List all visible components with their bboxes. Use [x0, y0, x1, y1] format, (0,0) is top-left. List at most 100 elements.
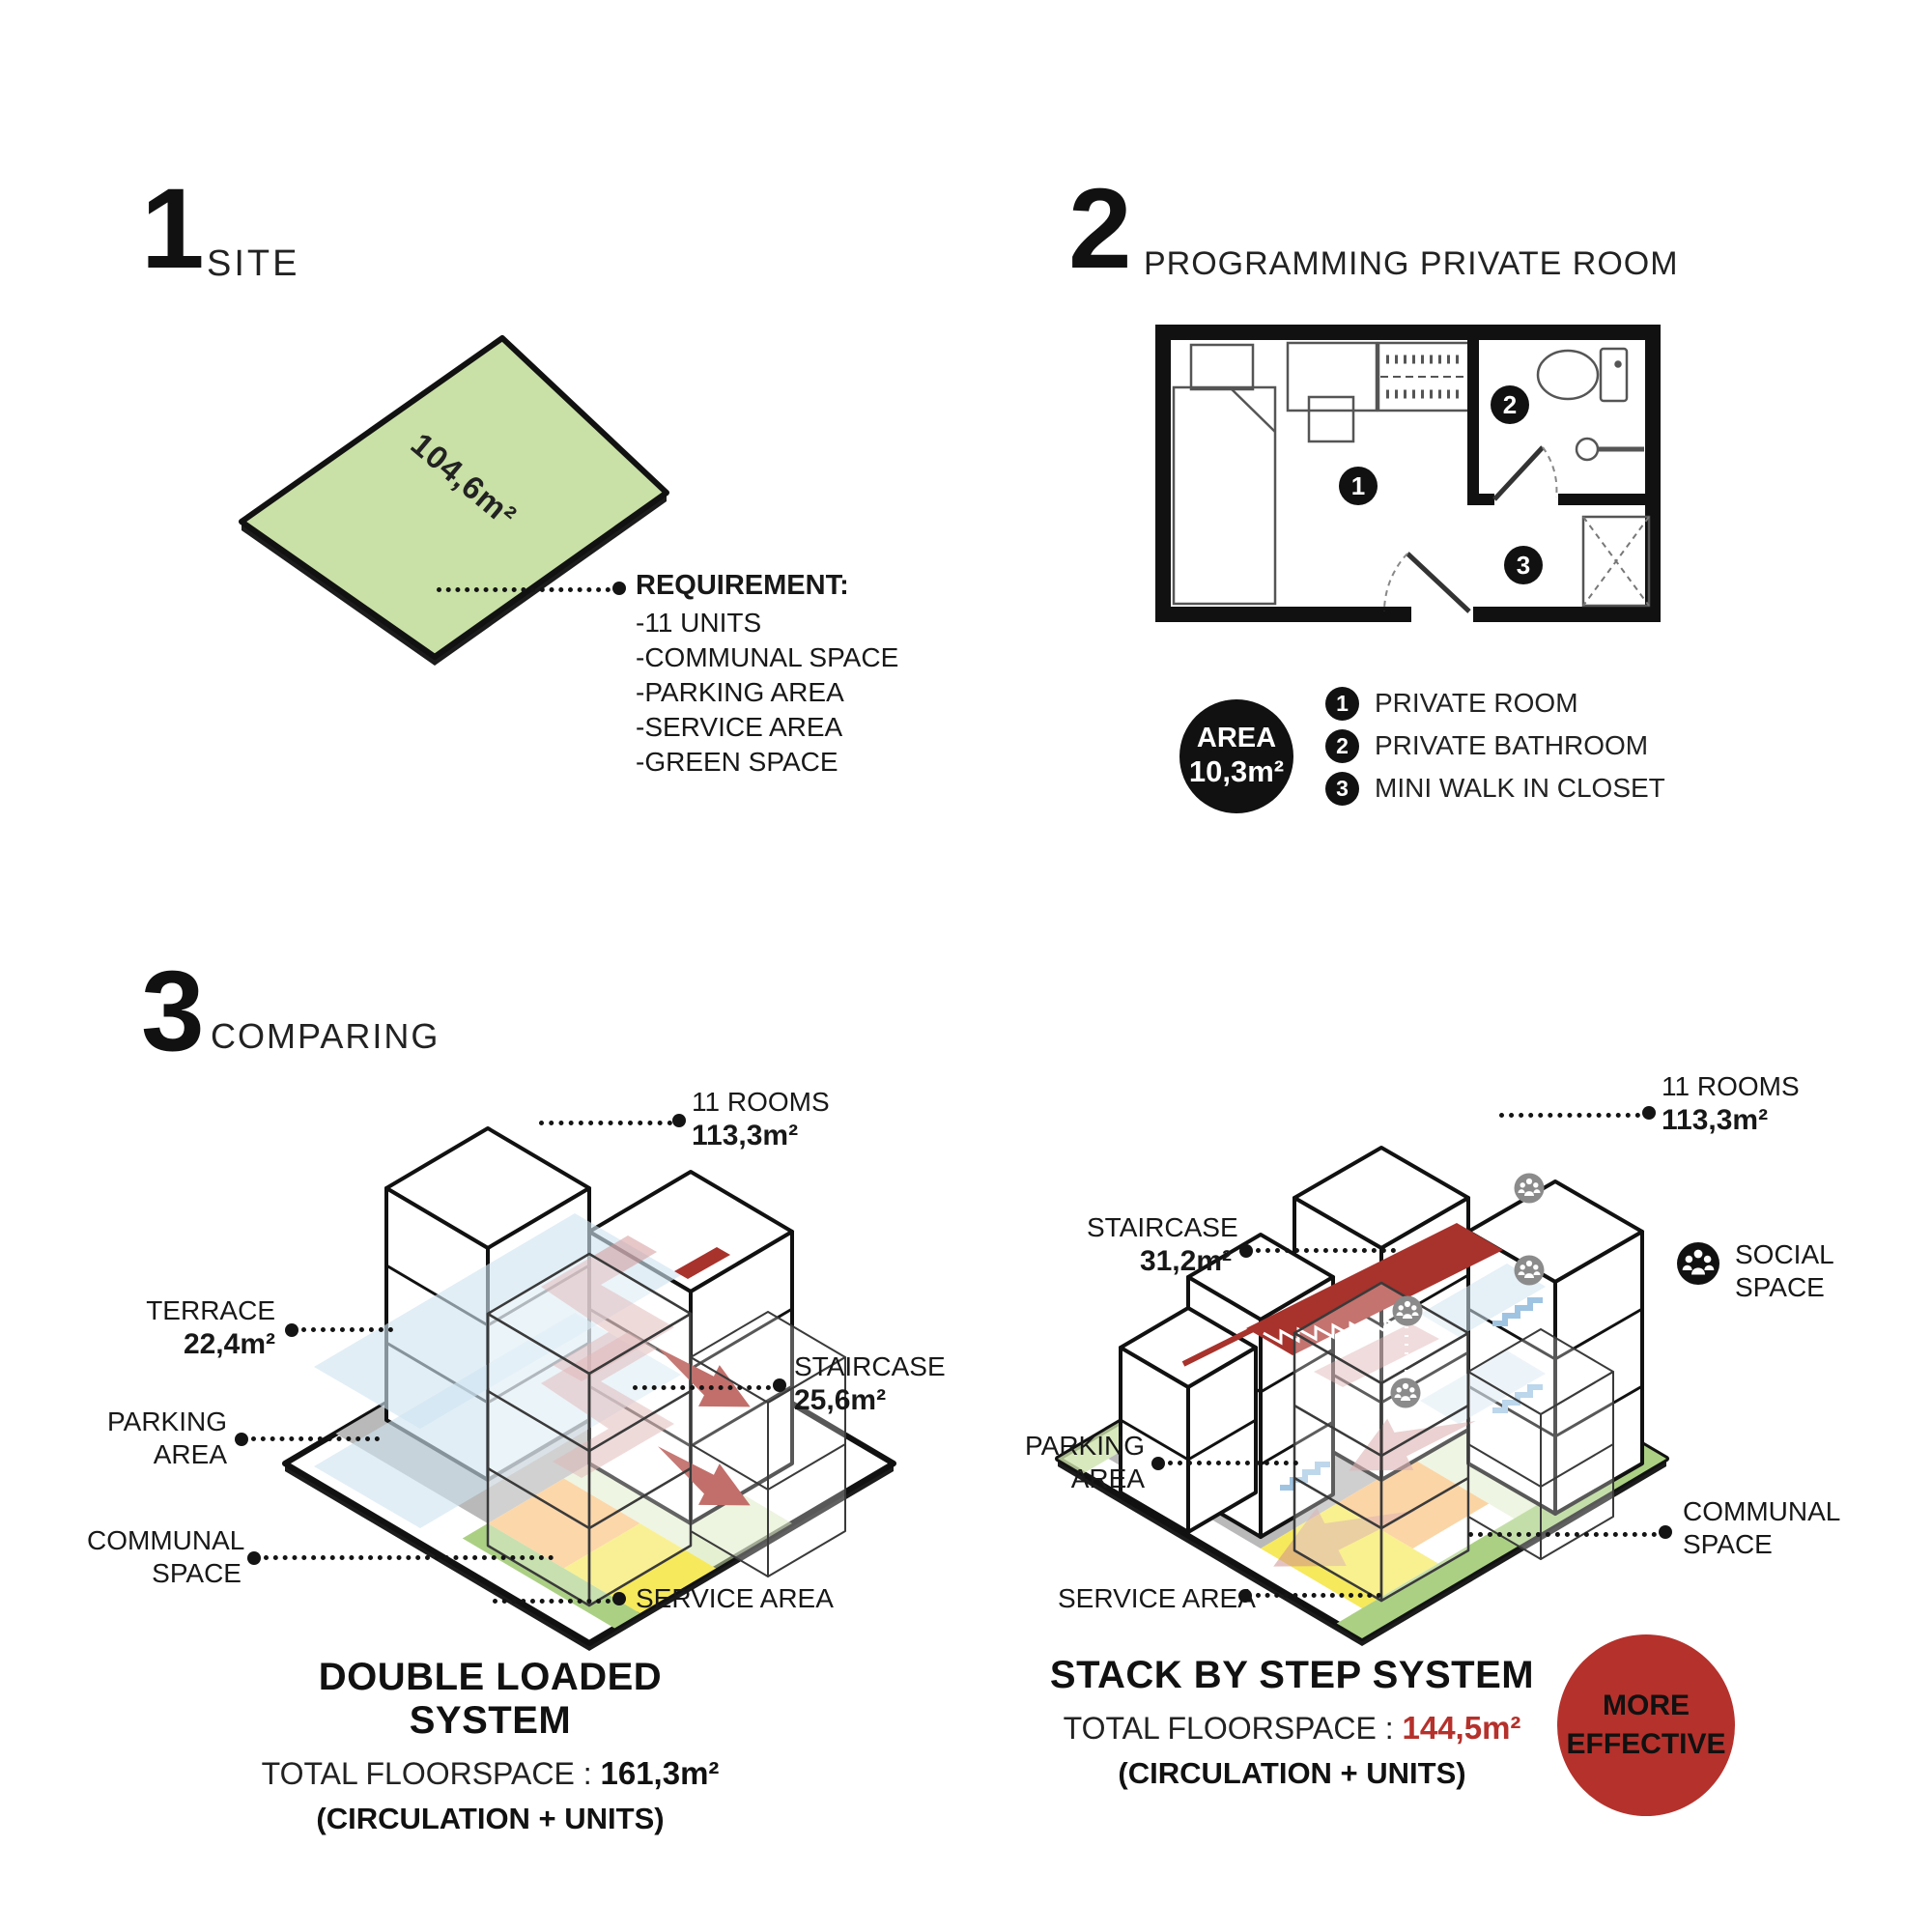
left-system-title: DOUBLE LOADED SYSTEM	[318, 1656, 663, 1742]
bathroom-wall	[1467, 339, 1479, 505]
leader-dot	[612, 1592, 626, 1605]
legend-row: 1 PRIVATE ROOM	[1325, 682, 1665, 724]
staircase-circulation	[541, 1236, 751, 1506]
leader-line	[1256, 1593, 1381, 1598]
label-communal-right: COMMUNAL SPACE	[1683, 1496, 1841, 1560]
leader-dot	[1642, 1106, 1656, 1120]
plan-doors	[1383, 445, 1558, 623]
blue-stairs	[1280, 1264, 1546, 1491]
legend-num-1: 1	[1325, 686, 1359, 721]
site-parcel	[239, 335, 669, 660]
leader-dot	[672, 1114, 686, 1127]
toilet-button	[1614, 360, 1622, 368]
legend-num-2: 2	[1325, 728, 1359, 763]
leader-dot	[1659, 1525, 1672, 1539]
bathroom-door-leaf	[1492, 445, 1545, 501]
closet-wall	[1558, 494, 1654, 505]
leader-line	[1256, 1248, 1396, 1253]
entry-opening	[1411, 605, 1473, 623]
section1-title: SITE	[207, 243, 300, 284]
leader-line	[1168, 1461, 1298, 1465]
leader-line	[437, 587, 611, 592]
marker-1: 1	[1351, 471, 1365, 500]
marker-3: 3	[1517, 551, 1530, 580]
label-service-right: SERVICE AREA	[1058, 1583, 1256, 1613]
legend-row: 3 MINI WALK IN CLOSET	[1325, 767, 1665, 810]
left-note: (CIRCULATION + UNITS)	[316, 1802, 665, 1835]
site-diagram	[239, 335, 669, 666]
closet	[1581, 515, 1651, 608]
legend-label-3: MINI WALK IN CLOSET	[1375, 773, 1665, 803]
section3-title: COMPARING	[211, 1016, 440, 1056]
leader-line	[301, 1327, 393, 1332]
right-system-title: STACK BY STEP SYSTEM	[1049, 1654, 1535, 1696]
label-service-left: SERVICE AREA	[636, 1583, 834, 1613]
toilet-bowl	[1536, 349, 1600, 401]
area-badge: AREA 10,3m²	[1179, 699, 1293, 813]
chair	[1307, 395, 1355, 443]
glass-tower-front-right	[690, 1311, 846, 1577]
label-terrace: TERRACE 22,4m²	[146, 1295, 275, 1361]
requirements-block: REQUIREMENT: -11 UNITS -COMMUNAL SPACE -…	[636, 568, 898, 780]
closet-cross	[1582, 516, 1650, 607]
plan-legend: 1 PRIVATE ROOM 2 PRIVATE BATHROOM 3 MINI…	[1325, 682, 1665, 810]
leader-line	[633, 1385, 771, 1390]
glass-tower-front-center	[486, 1252, 693, 1607]
stair-arrow-low	[657, 1446, 751, 1506]
marker-2: 2	[1503, 390, 1517, 419]
leader-dot	[1239, 1244, 1253, 1258]
label-rooms-right: 11 ROOMS 113,3m²	[1662, 1071, 1800, 1137]
leader-line	[251, 1436, 380, 1441]
leader-dot	[285, 1323, 298, 1337]
bed	[1172, 385, 1277, 606]
leader-line	[1468, 1532, 1657, 1537]
more-effective-badge: MORE EFFECTIVE	[1557, 1634, 1735, 1816]
section1-number: 1	[141, 165, 205, 293]
desk	[1286, 341, 1378, 412]
toilet-tank	[1599, 347, 1629, 403]
leader-line	[539, 1121, 672, 1125]
leader-dot	[247, 1551, 261, 1565]
glass-stack-front-right	[1467, 1328, 1614, 1560]
marker-3-circle	[1504, 546, 1543, 584]
bed-pillow	[1189, 343, 1255, 391]
stair-sliver	[674, 1247, 730, 1279]
leader-dot	[612, 582, 626, 595]
left-caption: DOUBLE LOADED SYSTEM TOTAL FLOORSPACE : …	[246, 1656, 734, 1836]
entry-door-swing	[1383, 553, 1408, 612]
social-icon	[1514, 1173, 1545, 1204]
right-caption: STACK BY STEP SYSTEM TOTAL FLOORSPACE : …	[1048, 1654, 1536, 1791]
marker-1-circle	[1339, 467, 1378, 505]
stair-run	[1246, 1223, 1503, 1355]
social-icon	[1390, 1378, 1421, 1408]
marker-2-circle	[1491, 385, 1529, 424]
left-total: TOTAL FLOORSPACE : 161,3m²	[261, 1755, 720, 1791]
label-staircase-right: STAIRCASE 31,2m²	[1087, 1212, 1238, 1278]
label-parking-left: PARKING AREA	[107, 1406, 227, 1470]
leader-line	[264, 1555, 554, 1560]
section2-number: 2	[1068, 165, 1132, 293]
requirement-item: -SERVICE AREA	[636, 712, 843, 742]
leader-dot	[1151, 1457, 1165, 1470]
area-badge-value: 10,3m²	[1188, 754, 1285, 789]
right-total: TOTAL FLOORSPACE : 144,5m²	[1063, 1710, 1521, 1746]
stack-by-step-diagram	[1055, 1146, 1669, 1646]
legend-label-2: PRIVATE BATHROOM	[1375, 730, 1649, 760]
stair-band-lower	[541, 1332, 674, 1478]
plan-markers: 1 2 3	[1339, 385, 1543, 584]
glass-stack-front-center	[1293, 1281, 1470, 1603]
label-social-space: SOCIAL SPACE	[1735, 1239, 1834, 1303]
requirement-item: -GREEN SPACE	[636, 747, 838, 777]
social-icon	[1514, 1255, 1545, 1286]
private-room-floorplan: 1 2 3	[1155, 325, 1661, 623]
requirement-item: -PARKING AREA	[636, 677, 844, 707]
entry-door-leaf	[1406, 552, 1471, 613]
label-parking-right: PARKING AREA	[1025, 1431, 1145, 1494]
legend-row: 2 PRIVATE BATHROOM	[1325, 724, 1665, 767]
requirements-title: REQUIREMENT:	[636, 570, 849, 601]
label-rooms-left: 11 ROOMS 113,3m²	[692, 1087, 830, 1152]
section2-title: PROGRAMMING PRIVATE ROOM	[1144, 245, 1679, 282]
requirement-item: -COMMUNAL SPACE	[636, 642, 899, 672]
leader-line	[1499, 1113, 1640, 1118]
